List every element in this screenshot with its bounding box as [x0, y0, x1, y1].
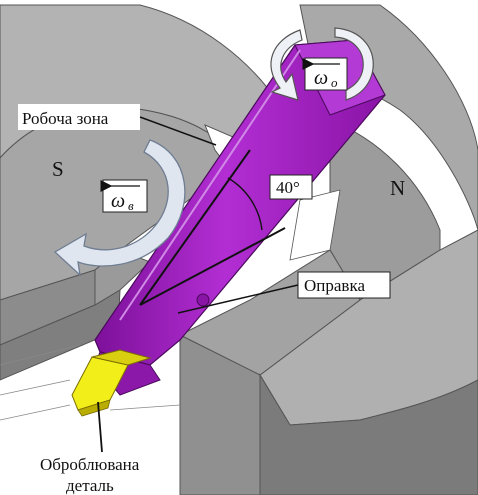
- label-workpiece: Оброблювана деталь: [40, 402, 140, 495]
- workpiece-text-line1: Оброблювана: [40, 455, 140, 474]
- work-zone-text: Робоча зона: [22, 109, 109, 128]
- workpiece-text-line2: деталь: [66, 476, 114, 495]
- label-angle: 40°: [270, 175, 312, 199]
- omega-o-subscript: o: [331, 75, 338, 90]
- label-omega-o: ω o: [305, 58, 347, 90]
- label-omega-v: ω в: [103, 180, 147, 213]
- pole-north-label: N: [390, 176, 405, 200]
- pole-south-label: S: [52, 157, 64, 181]
- holder-text: Оправка: [304, 276, 365, 295]
- angle-text: 40°: [276, 178, 300, 197]
- omega-v-subscript: в: [128, 198, 134, 213]
- omega-o-symbol: ω: [314, 67, 328, 89]
- omega-v-symbol: ω: [111, 190, 125, 212]
- holder-screw: [197, 294, 209, 306]
